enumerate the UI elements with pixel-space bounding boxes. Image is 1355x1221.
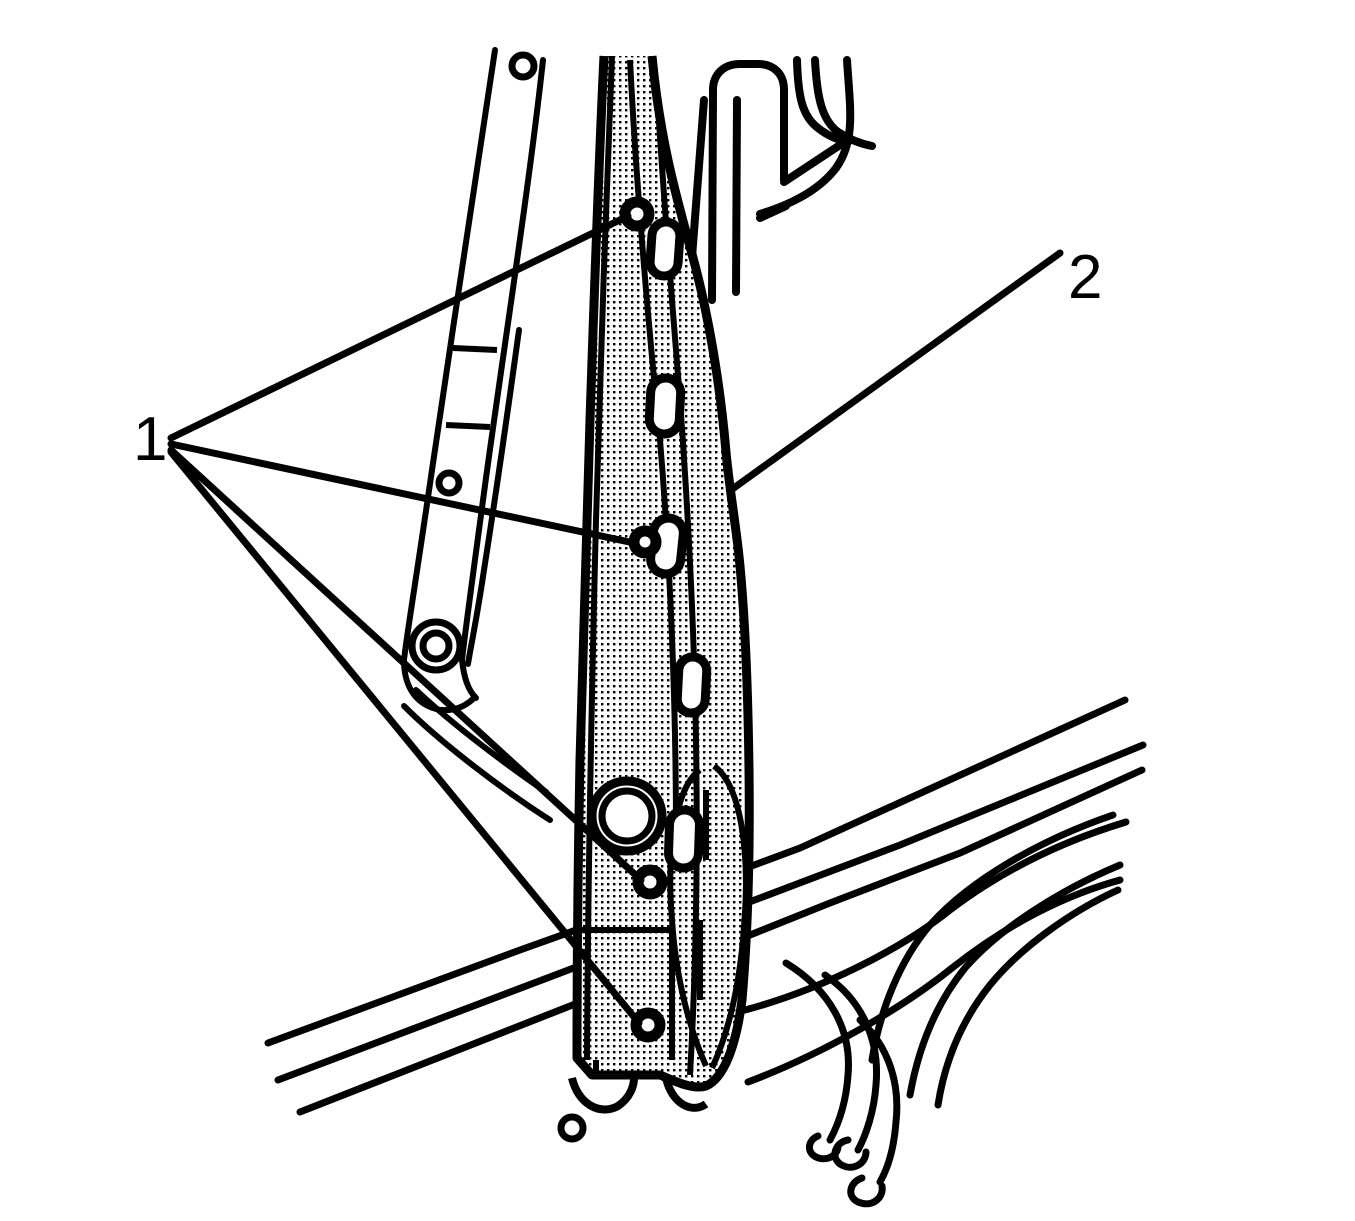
hole-lower-icon	[630, 1007, 666, 1043]
slot-second-icon	[644, 373, 686, 439]
pillar-dash-marks	[445, 345, 498, 430]
leader-2-a	[727, 249, 1064, 494]
leader-1-b	[167, 440, 638, 547]
slot-fourth-icon	[672, 652, 712, 718]
sill-tube-lines	[782, 959, 901, 1208]
callout-2-leaders	[727, 249, 1064, 494]
upper-tube-curves	[756, 56, 876, 222]
callout-1-leaders	[167, 212, 645, 1027]
pillar-hole-top-icon	[508, 51, 538, 81]
fastener-holes	[619, 196, 668, 1043]
pillar-boss-outer-icon	[408, 618, 464, 674]
hole-mid-lower-icon	[632, 864, 668, 900]
pillar-holes	[408, 51, 538, 674]
slot-upper-icon	[645, 217, 685, 281]
panel-large-boss	[587, 776, 667, 856]
callout-label-1: 1	[133, 405, 167, 474]
panel-bottom-notch-2	[662, 1076, 709, 1112]
leader-1-a	[167, 212, 632, 442]
pillar-boss-inner-icon	[419, 629, 453, 663]
panel-outline	[572, 55, 754, 1092]
floor-hole-icon	[557, 1113, 587, 1143]
leader-1-c	[167, 446, 645, 884]
reinforcement-panel	[568, 55, 754, 1114]
panel-bottom-notch	[568, 1076, 638, 1114]
leader-1-d	[167, 448, 643, 1027]
large-boss-inner-icon	[598, 787, 656, 845]
slot-fifth-icon	[664, 805, 704, 873]
pillar-hole-mid-icon	[435, 469, 463, 497]
callout-label-2: 2	[1068, 243, 1102, 312]
